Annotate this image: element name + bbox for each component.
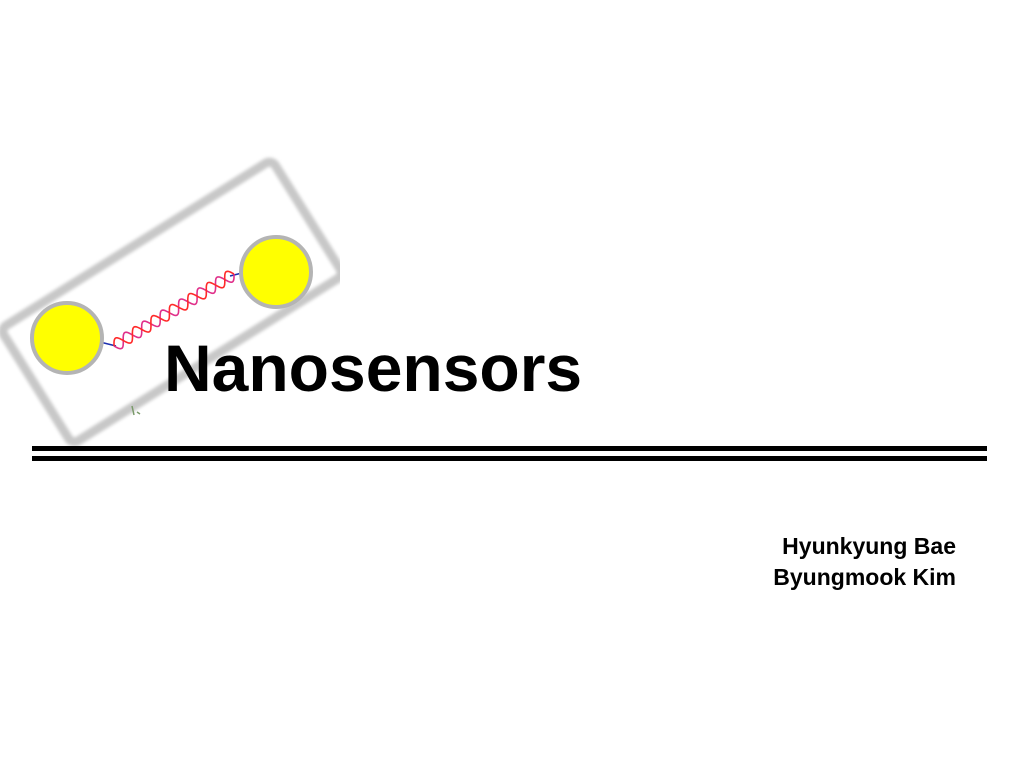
title-rule-top (32, 446, 987, 451)
small-mark (131, 405, 141, 416)
author-name: Byungmook Kim (773, 564, 956, 590)
dna-strand (113, 270, 235, 346)
nanoparticle-left (30, 301, 104, 375)
frame (0, 157, 340, 447)
dna-helix (113, 270, 235, 350)
nanoparticle-right (239, 235, 313, 309)
title-rule-bottom (32, 456, 987, 461)
dna-nanoparticle-icon (0, 157, 340, 447)
author-name: Hyunkyung Bae (782, 533, 956, 559)
slide-title: Nanosensors (164, 331, 583, 405)
author-list: Hyunkyung Bae Byungmook Kim (773, 531, 956, 593)
dna-strand (113, 274, 235, 350)
